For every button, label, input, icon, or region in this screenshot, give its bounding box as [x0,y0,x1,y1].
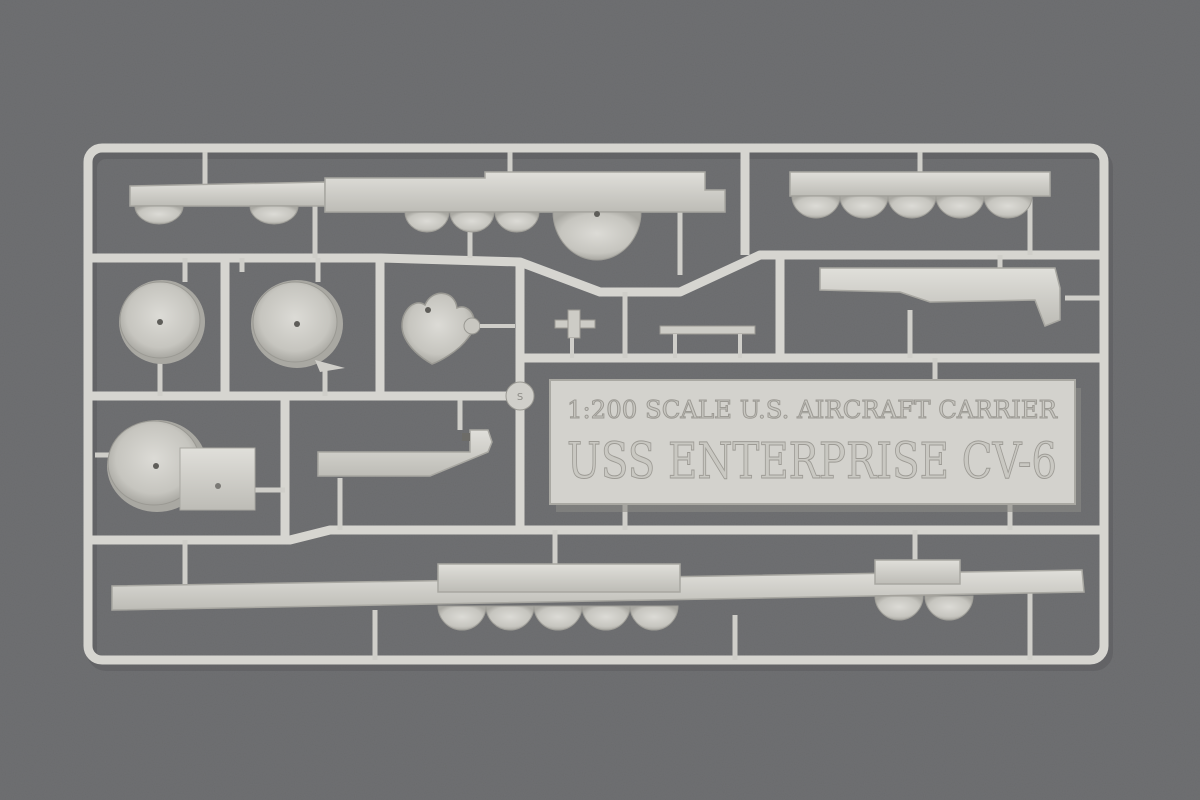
clover-part [401,292,515,365]
bottom-long-beam-part [111,559,1085,631]
sprue-label-tab: S [505,381,535,411]
sprue-frame [83,143,1109,665]
mid-bracket-part [317,429,493,477]
small-fittings [554,309,756,358]
right-bracket-part [819,267,1061,327]
nameplate-line1: 1:200 SCALE U.S. AIRCRAFT CARRIER [567,396,1058,424]
top-left-beam-part [129,181,326,225]
round-dish-part-1 [119,280,205,364]
round-dish-part-2 [251,280,345,372]
nameplate-part: 1:200 SCALE U.S. AIRCRAFT CARRIER USS EN… [549,379,1081,512]
nameplate-line2: USS ENTERPRISE CV-6 [567,432,1057,490]
top-center-beam-part [324,171,726,261]
round-dish-part-3 [107,420,256,512]
top-right-beam-part [789,171,1051,219]
svg-text:S: S [517,392,523,403]
